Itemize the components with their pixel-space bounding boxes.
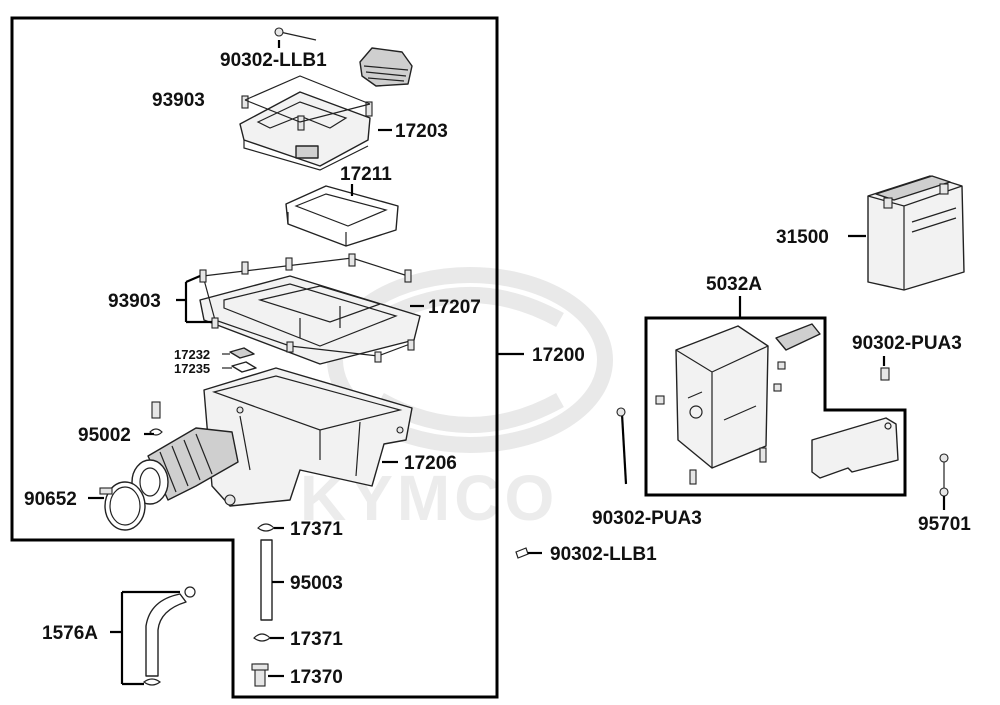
- label-17371-bottom: 17371: [290, 629, 343, 650]
- bolts-93903-top: [241, 75, 373, 131]
- label-1576a: 1576A: [42, 623, 98, 644]
- fitting-95701: [939, 453, 949, 497]
- clamp-90652: [99, 481, 146, 531]
- air-cleaner-upper-cover: [239, 91, 371, 171]
- air-filter-element: [285, 185, 399, 247]
- label-17203: 17203: [395, 121, 448, 142]
- battery-31500: [867, 175, 965, 291]
- label-95701: 95701: [918, 514, 971, 535]
- battery-pad: [775, 323, 821, 351]
- label-17207: 17207: [428, 297, 481, 318]
- label-90652: 90652: [24, 489, 77, 510]
- label-95003: 95003: [290, 573, 343, 594]
- kymco-watermark: KYMCO: [300, 267, 613, 534]
- air-cleaner-group-frame: [10, 16, 499, 699]
- label-90302-pua3-mid: 90302-PUA3: [592, 508, 702, 529]
- clip-17371-bottom: [253, 633, 271, 642]
- part-labels: 90302-LLB1 93903 17203 17211 93903 17207…: [24, 50, 971, 688]
- screw-90302-llb1-top: [274, 27, 317, 41]
- intake-duct-part: [359, 47, 413, 87]
- screw-90302-pua3-mid: [616, 407, 628, 485]
- sensor-95002: [149, 401, 163, 436]
- plug-17370: [251, 663, 269, 687]
- label-17200: 17200: [532, 345, 585, 366]
- label-95002: 95002: [78, 425, 131, 446]
- label-17371-top: 17371: [290, 519, 343, 540]
- hose-1576a: [142, 586, 196, 686]
- screw-90302-pua3-right: [880, 367, 890, 381]
- drain-tube-95003: [260, 539, 273, 621]
- label-5032a: 5032A: [706, 274, 762, 295]
- battery-bracket: [811, 417, 899, 479]
- small-parts-17232-17235: [222, 347, 257, 373]
- label-17232: 17232: [174, 347, 210, 362]
- battery-box-5032a: [655, 325, 786, 485]
- leader-lines: [88, 40, 946, 686]
- air-cleaner-case: [203, 367, 413, 507]
- screw-90302-llb1-bottom: [515, 547, 529, 559]
- clip-17371-top: [257, 523, 275, 532]
- label-93903-top: 93903: [152, 90, 205, 111]
- label-90302-llb1-top: 90302-LLB1: [220, 50, 327, 71]
- label-17235: 17235: [174, 361, 210, 376]
- label-93903-mid: 93903: [108, 291, 161, 312]
- battery-box-group-frame: [644, 316, 907, 497]
- label-17206: 17206: [404, 453, 457, 474]
- label-90302-pua3-right: 90302-PUA3: [852, 333, 962, 354]
- label-90302-llb1-bottom: 90302-LLB1: [550, 544, 657, 565]
- label-17211: 17211: [340, 164, 392, 185]
- label-17370: 17370: [290, 667, 343, 688]
- bolts-93903-mid: [199, 253, 415, 363]
- label-31500: 31500: [776, 227, 829, 248]
